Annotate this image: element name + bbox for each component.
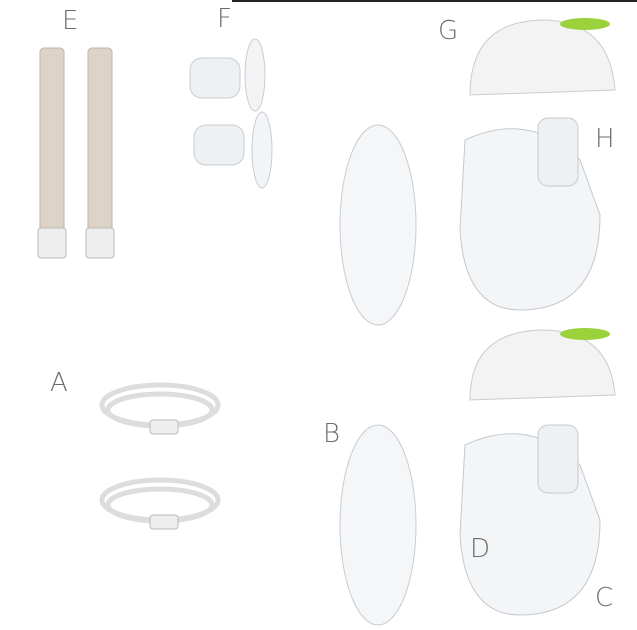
label-g: G xyxy=(438,16,459,46)
label-f: F xyxy=(217,4,232,34)
usb-cable-top xyxy=(99,382,221,435)
label-a: A xyxy=(50,368,68,398)
collection-cup-top xyxy=(459,128,601,311)
label-d: D xyxy=(470,534,491,564)
label-h: H xyxy=(595,124,615,154)
connector-bottom xyxy=(193,111,273,189)
usb-cable-bottom xyxy=(99,477,221,530)
label-e: E xyxy=(62,6,79,36)
strap-left xyxy=(37,47,67,259)
valve-bottom xyxy=(537,424,579,494)
label-c: C xyxy=(595,583,614,613)
connector-top xyxy=(189,38,266,112)
valve-top xyxy=(537,117,579,187)
strap-right xyxy=(85,47,115,259)
top-border xyxy=(232,0,637,2)
flange-top xyxy=(339,124,417,326)
collection-cup-bottom xyxy=(459,433,601,616)
motor-unit-bottom xyxy=(469,328,616,401)
motor-unit-top xyxy=(469,18,616,96)
flange-bottom xyxy=(339,424,417,626)
label-b: B xyxy=(323,419,341,449)
